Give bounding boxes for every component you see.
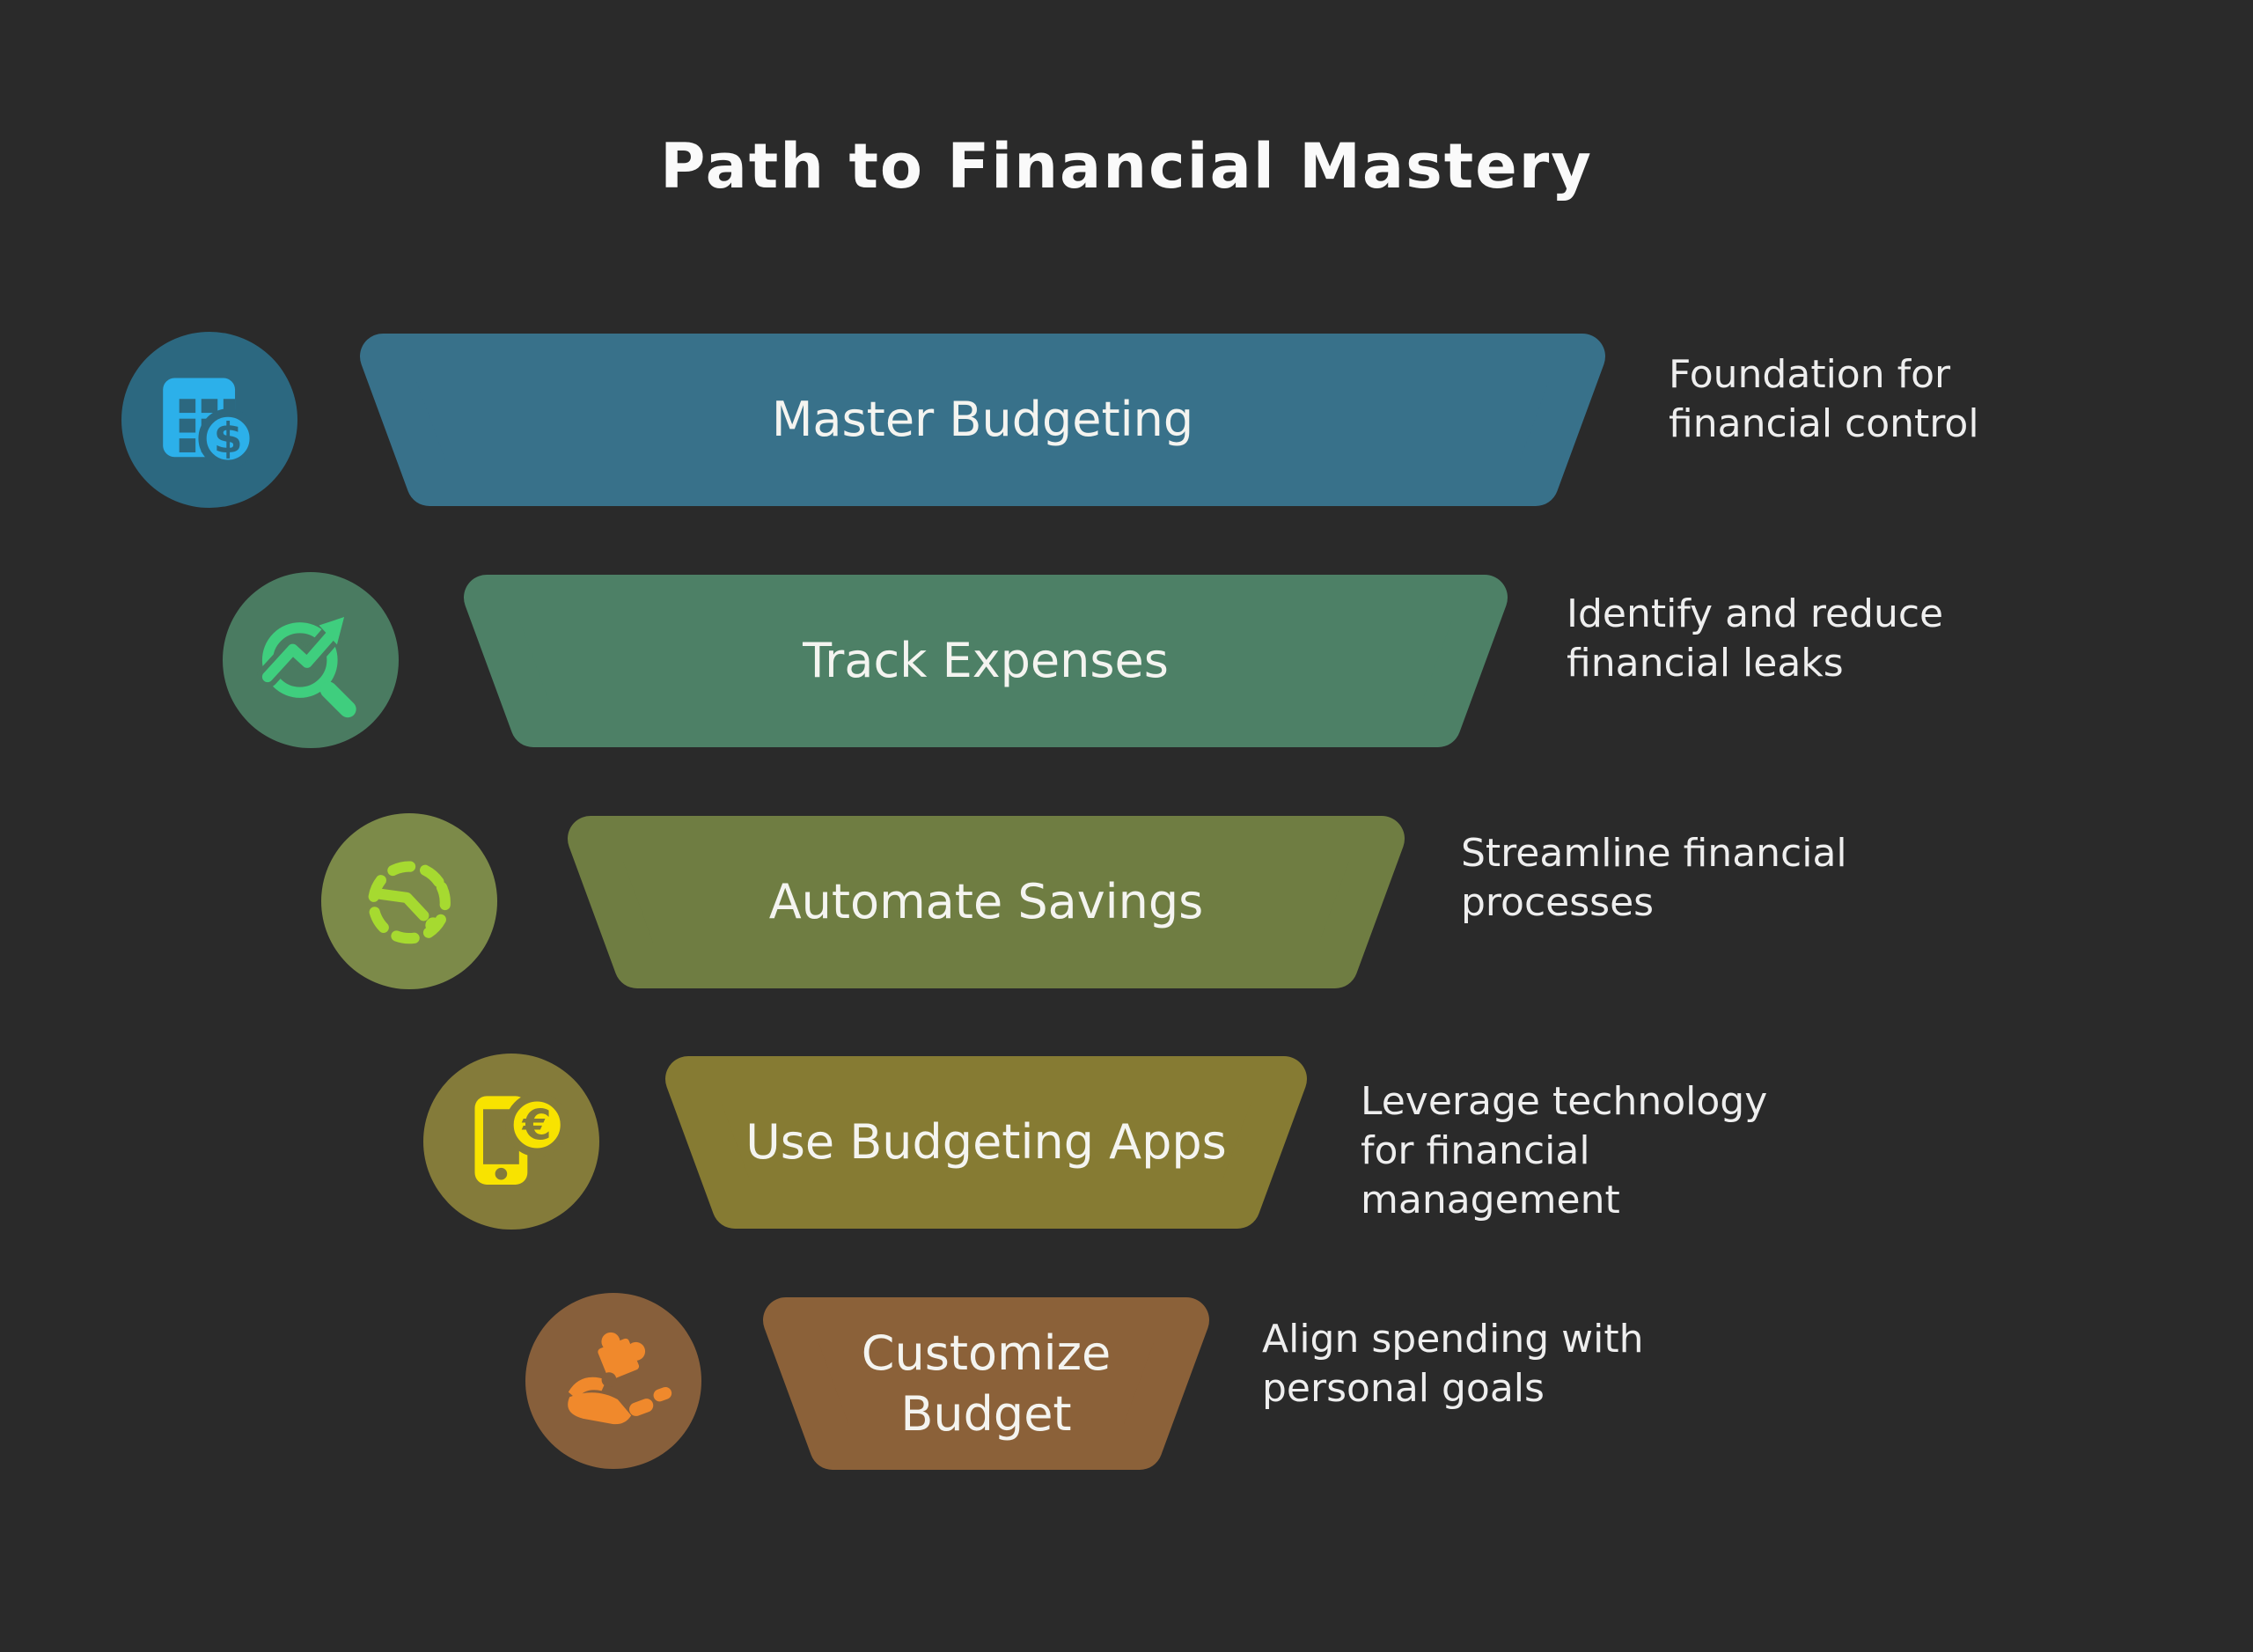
funnel-bar-shape: [763, 1297, 1209, 1470]
dollar-sign-glyph: $: [214, 415, 243, 463]
funnel-stage-label: Master Budgeting: [771, 392, 1194, 448]
funnel-stage-label: Use Budgeting Apps: [745, 1114, 1227, 1171]
funnel-stage-label: Customize Budget: [861, 1325, 1112, 1442]
hand-puzzle-icon: [525, 1293, 701, 1469]
stage-note-use-budgeting-apps: Leverage technology for financial manage…: [1361, 1079, 1768, 1222]
funnel-bar-shape: [568, 816, 1405, 988]
stage-note-customize-budget: Align spending with personal goals: [1262, 1317, 1644, 1411]
funnel-stage-master-budgeting: Master Budgeting: [350, 334, 1615, 506]
funnel-stage-label: Track Expenses: [803, 633, 1169, 689]
funnel-stage-automate-savings: Automate Savings: [558, 816, 1414, 988]
funnel-bar-shape: [665, 1056, 1307, 1229]
stage-note-master-budgeting: Foundation for financial control: [1669, 352, 1979, 446]
phone-euro-icon: €: [423, 1054, 599, 1230]
funnel-bar-shape: [360, 334, 1605, 506]
page-title: Path to Financial Mastery: [660, 130, 1593, 202]
euro-sign-glyph: €: [522, 1101, 552, 1149]
budget-spreadsheet-dollar-icon: $: [121, 332, 297, 508]
stage-note-track-expenses: Identify and reduce financial leaks: [1567, 591, 1944, 686]
stage-note-automate-savings: Streamline financial processes: [1461, 831, 1847, 925]
funnel-stage-track-expenses: Track Expenses: [454, 575, 1517, 747]
funnel-stage-customize-budget: Customize Budget: [753, 1297, 1219, 1470]
funnel-bar-shape: [464, 575, 1508, 747]
funnel-stage-use-budgeting-apps: Use Budgeting Apps: [656, 1056, 1317, 1229]
dashed-clock-icon: [321, 813, 497, 989]
chart-magnifier-icon: [223, 572, 399, 748]
funnel-stage-label: Automate Savings: [768, 874, 1204, 930]
